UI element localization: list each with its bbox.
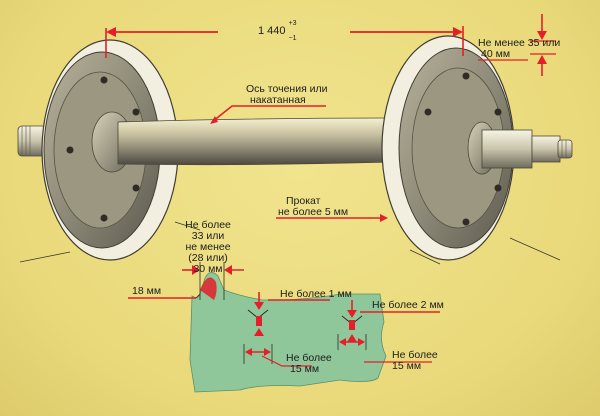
flange-thickness-line-4: (28 или) <box>188 252 228 264</box>
flange-thickness-line-5: 30 мм <box>193 263 223 275</box>
dimension-tol-lower: −1 <box>288 34 297 42</box>
defect2-width-label-2: 15 мм <box>392 360 422 372</box>
dimension-tol-upper: +3 <box>288 20 297 27</box>
flange-thickness-line-2: 33 или <box>191 230 225 242</box>
dimension-main-value: 1 440 <box>258 24 286 37</box>
dimension-main: 1 440 +3 −1 <box>258 20 297 42</box>
right-wheel <box>381 35 515 261</box>
flange-thickness-line-1: Не более <box>185 219 231 231</box>
defect2-depth-arrows <box>347 300 440 342</box>
rolled-label-1: Прокат <box>286 195 321 207</box>
defect-width-arrows <box>243 334 432 367</box>
flange-thickness-label: Не более 33 или не менее (28 или) 30 мм <box>176 220 240 275</box>
flange-height-arrows <box>478 14 556 76</box>
defect1-width-label-2: 15 мм <box>290 363 320 375</box>
axle-label-1: Ось точения или <box>246 83 328 95</box>
defect1-depth-label: Не более 1 мм <box>280 288 352 300</box>
flange-top-label-2: 40 мм <box>481 48 511 60</box>
right-journal <box>467 121 573 175</box>
axle <box>117 117 393 166</box>
defect1-width-label-1: Не более <box>286 352 332 364</box>
defect1-depth-arrows <box>254 292 330 336</box>
defect2-depth-label: Не более 2 мм <box>372 299 444 311</box>
defect2-width-label-1: Не более <box>392 349 438 361</box>
flange-top-label-1: Не менее 35 или <box>478 37 561 49</box>
rail-profile <box>189 272 387 393</box>
flange-thickness-arrows <box>182 262 244 300</box>
rolled-label-2: не более 5 мм <box>278 206 349 218</box>
axle-label-2: накатанная <box>250 94 306 106</box>
flange-thickness-line-3: не менее <box>185 241 231 253</box>
mm18-label: 18 мм <box>132 285 162 297</box>
left-wheel <box>41 39 179 261</box>
dimension-line-main <box>105 26 464 58</box>
